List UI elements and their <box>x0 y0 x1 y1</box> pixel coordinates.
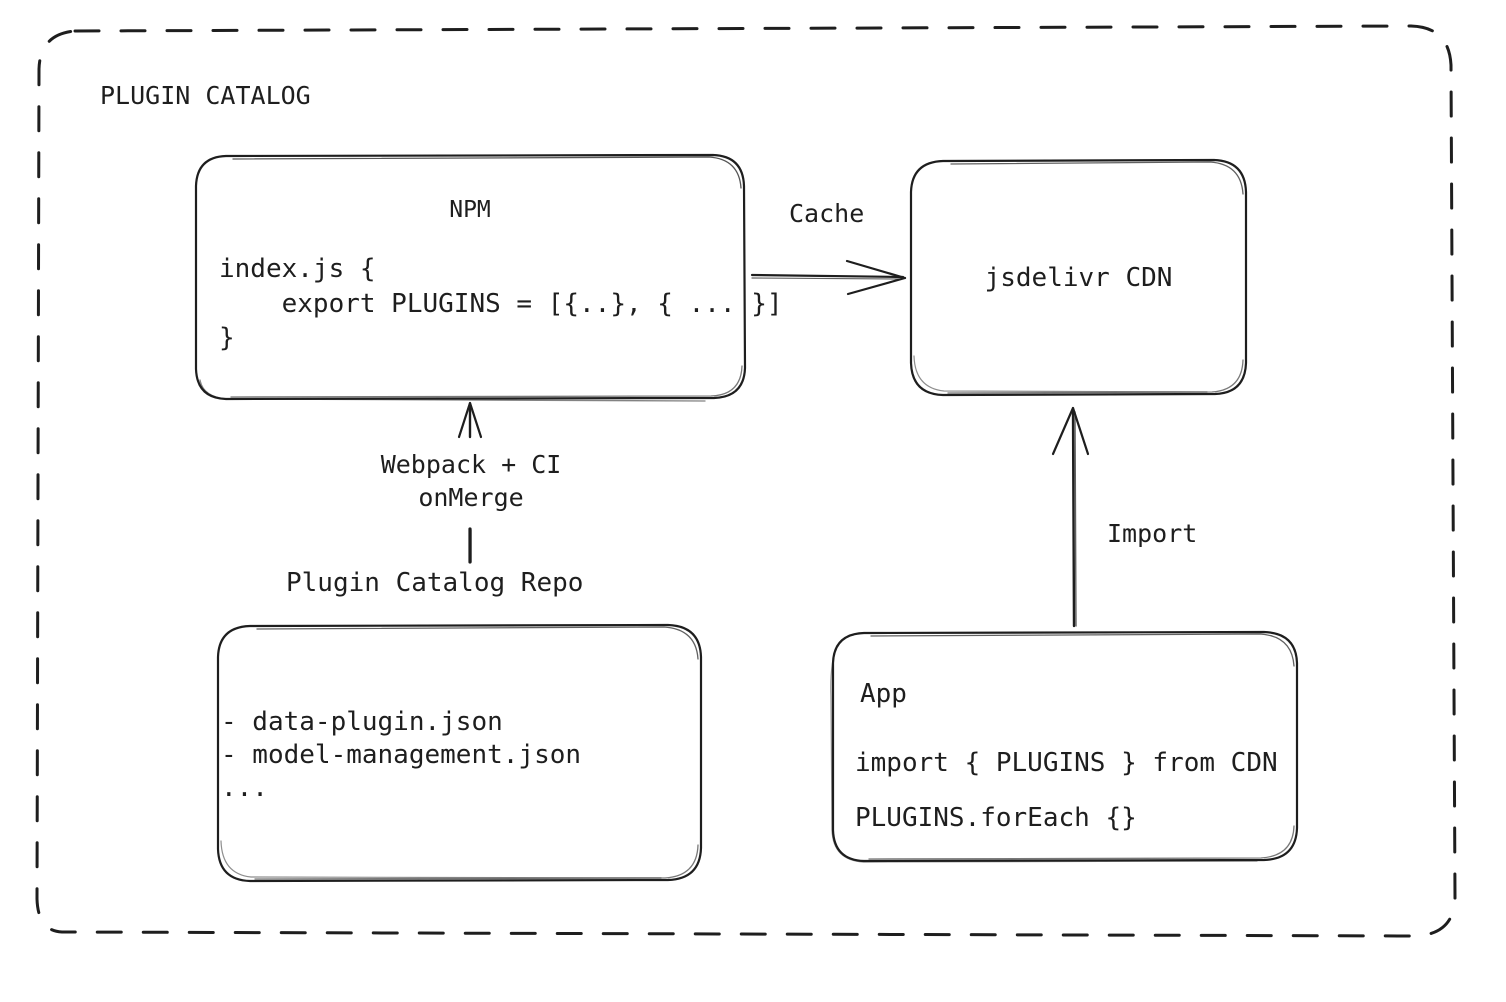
edge-import-label: Import <box>1107 519 1198 548</box>
edge-cache-label: Cache <box>789 199 865 228</box>
repo-node-caption: Plugin Catalog Repo <box>286 568 584 598</box>
app-node-title: App <box>860 679 907 709</box>
cdn-node-title: jsdelivr CDN <box>984 263 1173 293</box>
app-node-code: import { PLUGINS } from CDN PLUGINS.forE… <box>855 748 1278 833</box>
edge-import-arrow <box>1051 406 1090 628</box>
npm-node-title: NPM <box>449 197 491 223</box>
edge-build-label: Webpack + CI onMerge <box>380 450 562 513</box>
plugin-catalog-title: PLUGIN CATALOG <box>100 81 311 110</box>
repo-node-file-list: - data-plugin.json - model-management.js… <box>221 707 582 804</box>
npm-node-code: index.js { export PLUGINS = [{..}, { ...… <box>219 254 783 354</box>
